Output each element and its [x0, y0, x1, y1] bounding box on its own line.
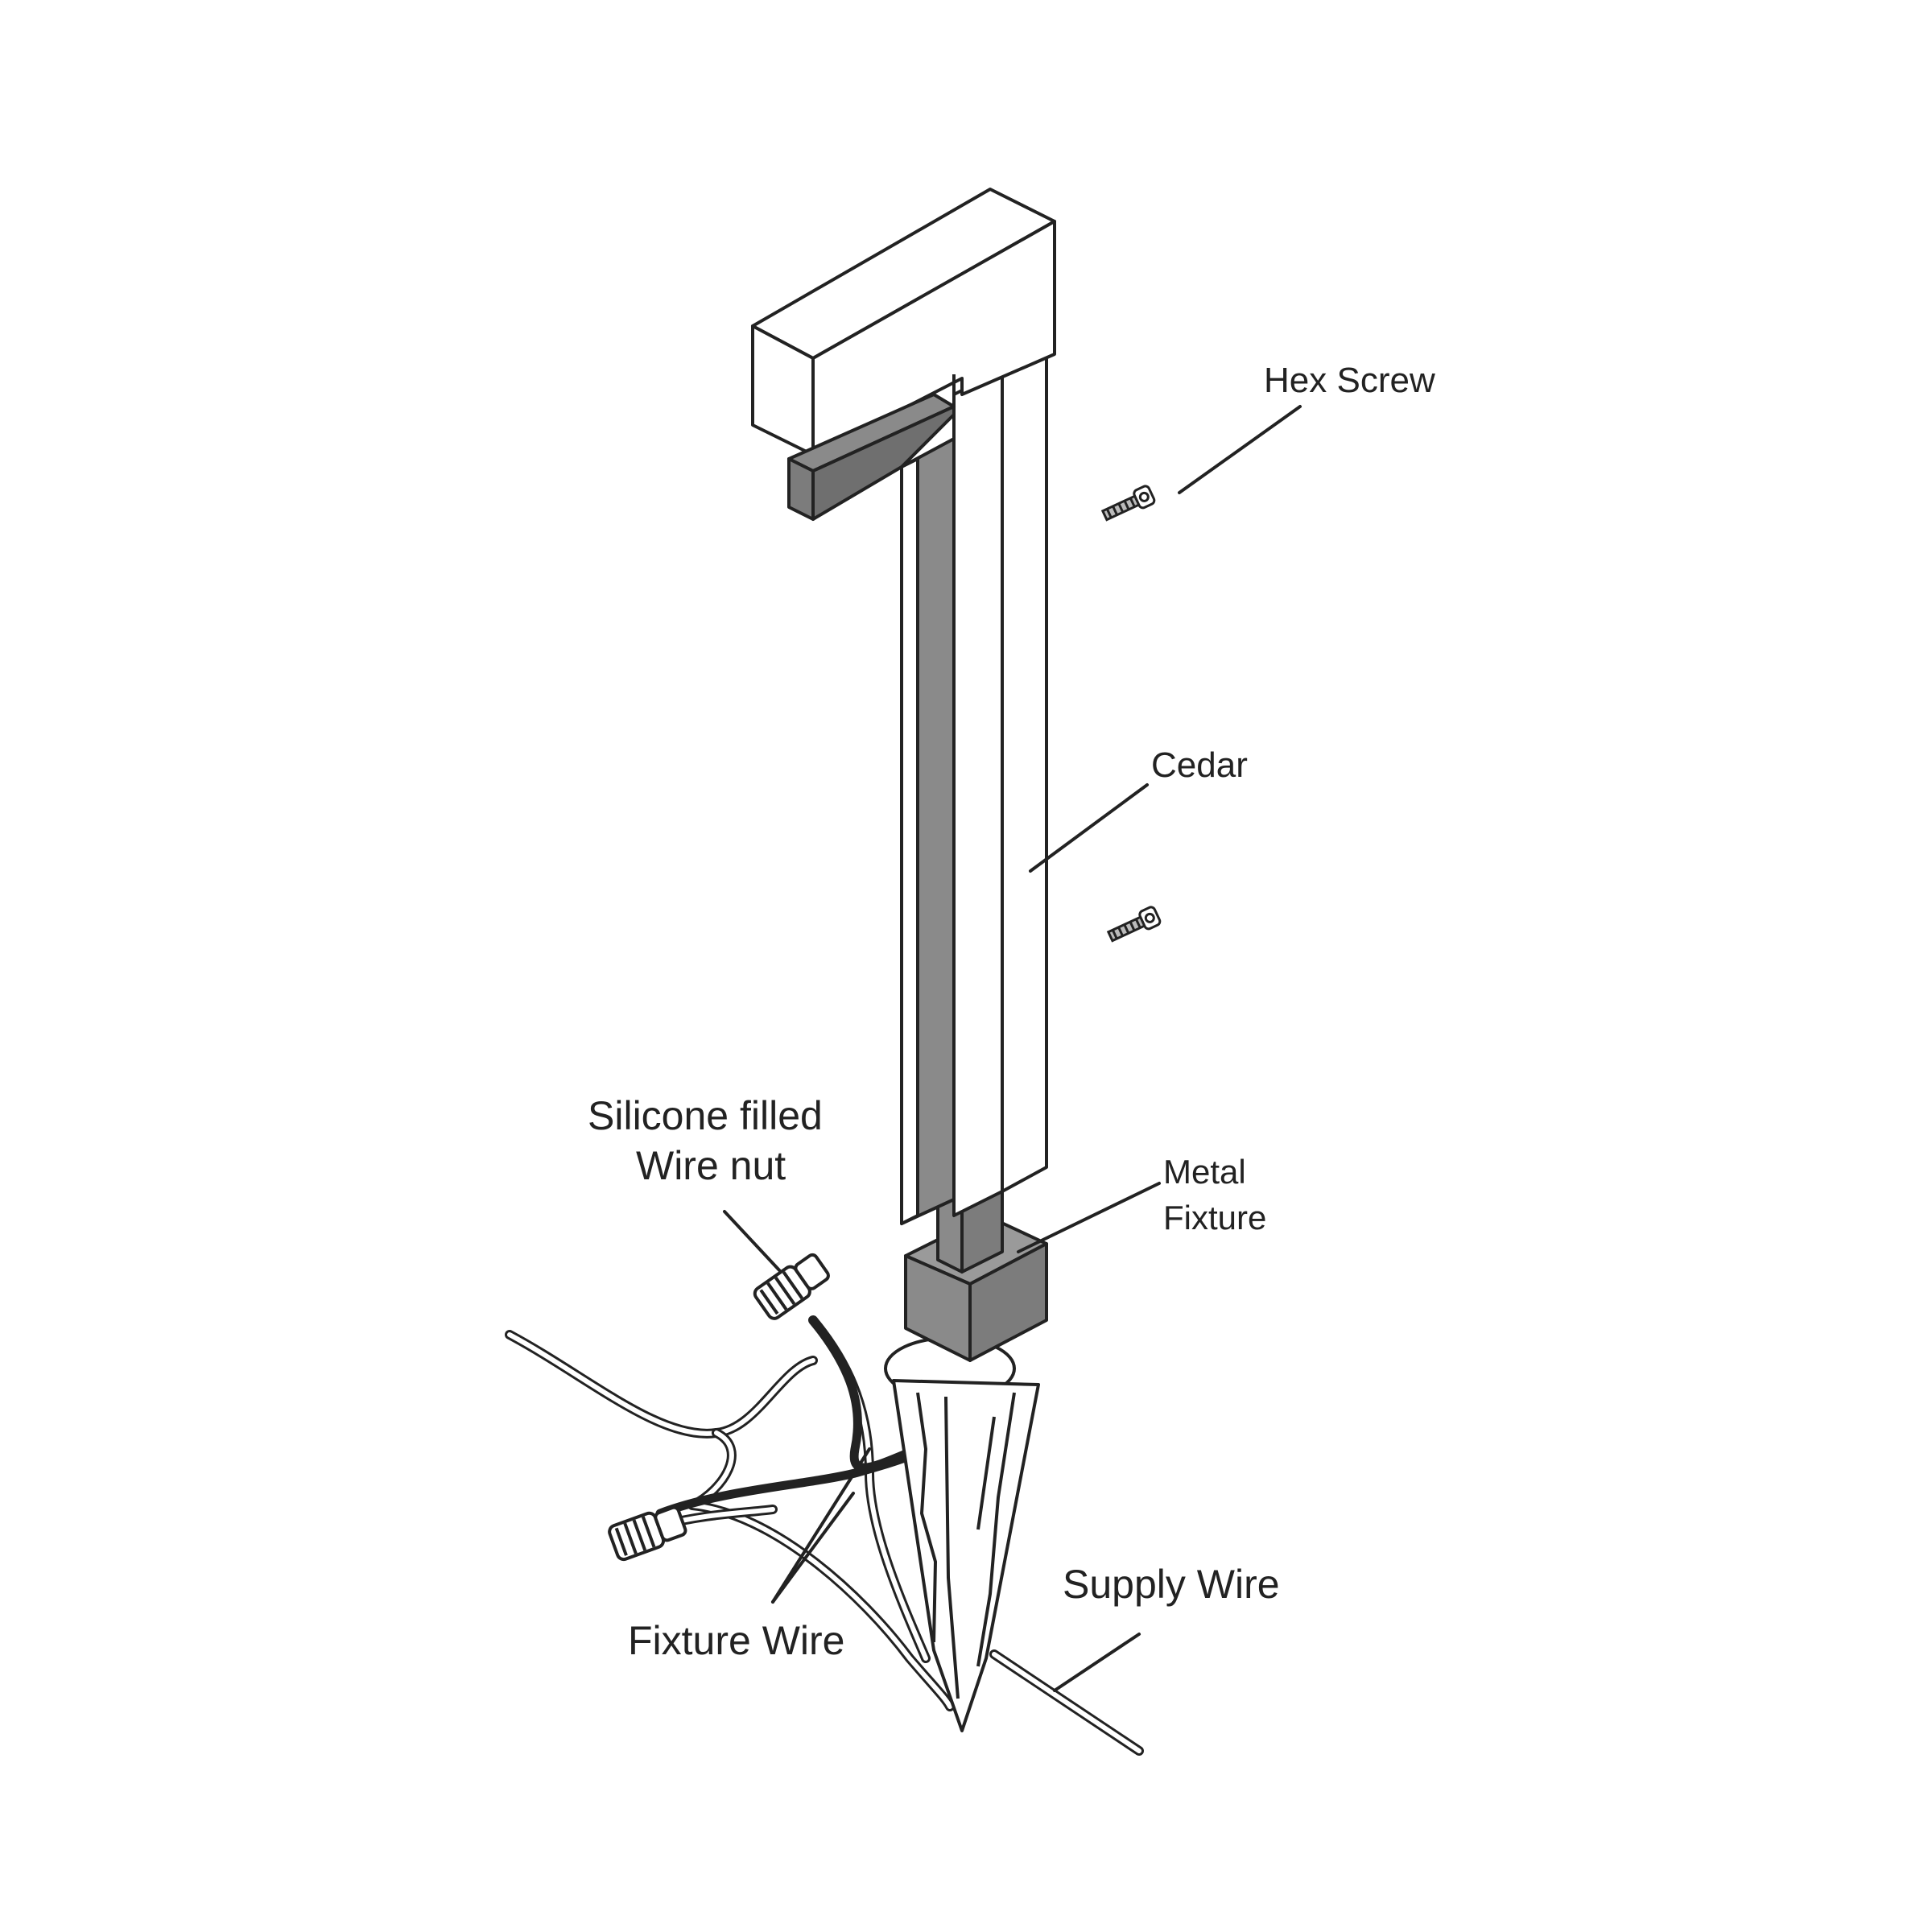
wires: [505, 1315, 955, 1711]
leader-supply-wire: [1053, 1633, 1141, 1692]
label-cedar: Cedar: [1151, 745, 1248, 785]
leader-metal-fixture: [1017, 1182, 1161, 1253]
wire-nut-upper: [753, 1253, 830, 1320]
leader-fixture-wire-1: [771, 1447, 871, 1604]
leader-fixture-wire-2: [771, 1492, 855, 1604]
hex-screw-upper: [1100, 485, 1156, 522]
leader-lines: [723, 405, 1302, 1692]
label-fixture-wire: Fixture Wire: [628, 1618, 844, 1663]
metal-channel: [787, 393, 956, 1225]
stake-body: [892, 1379, 1040, 1732]
cedar-body: [751, 188, 1056, 1217]
hex-screw-lower: [1106, 906, 1162, 943]
supply-wire: [989, 1649, 1144, 1756]
label-hex-screw: Hex Screw: [1264, 361, 1435, 400]
label-metal-line2: Fixture: [1163, 1199, 1266, 1236]
wire-nut-lower: [608, 1505, 687, 1562]
label-silicone-line2: Wire nut: [636, 1143, 786, 1188]
label-silicone-line1: Silicone filled: [588, 1093, 823, 1138]
fixture-wire-white-long: [505, 1330, 818, 1439]
label-supply-wire: Supply Wire: [1063, 1562, 1280, 1607]
leader-hex-screw: [1178, 405, 1302, 494]
leader-wire-nut: [723, 1210, 782, 1274]
label-metal-line1: Metal: [1163, 1153, 1246, 1191]
leader-cedar: [1029, 783, 1149, 873]
